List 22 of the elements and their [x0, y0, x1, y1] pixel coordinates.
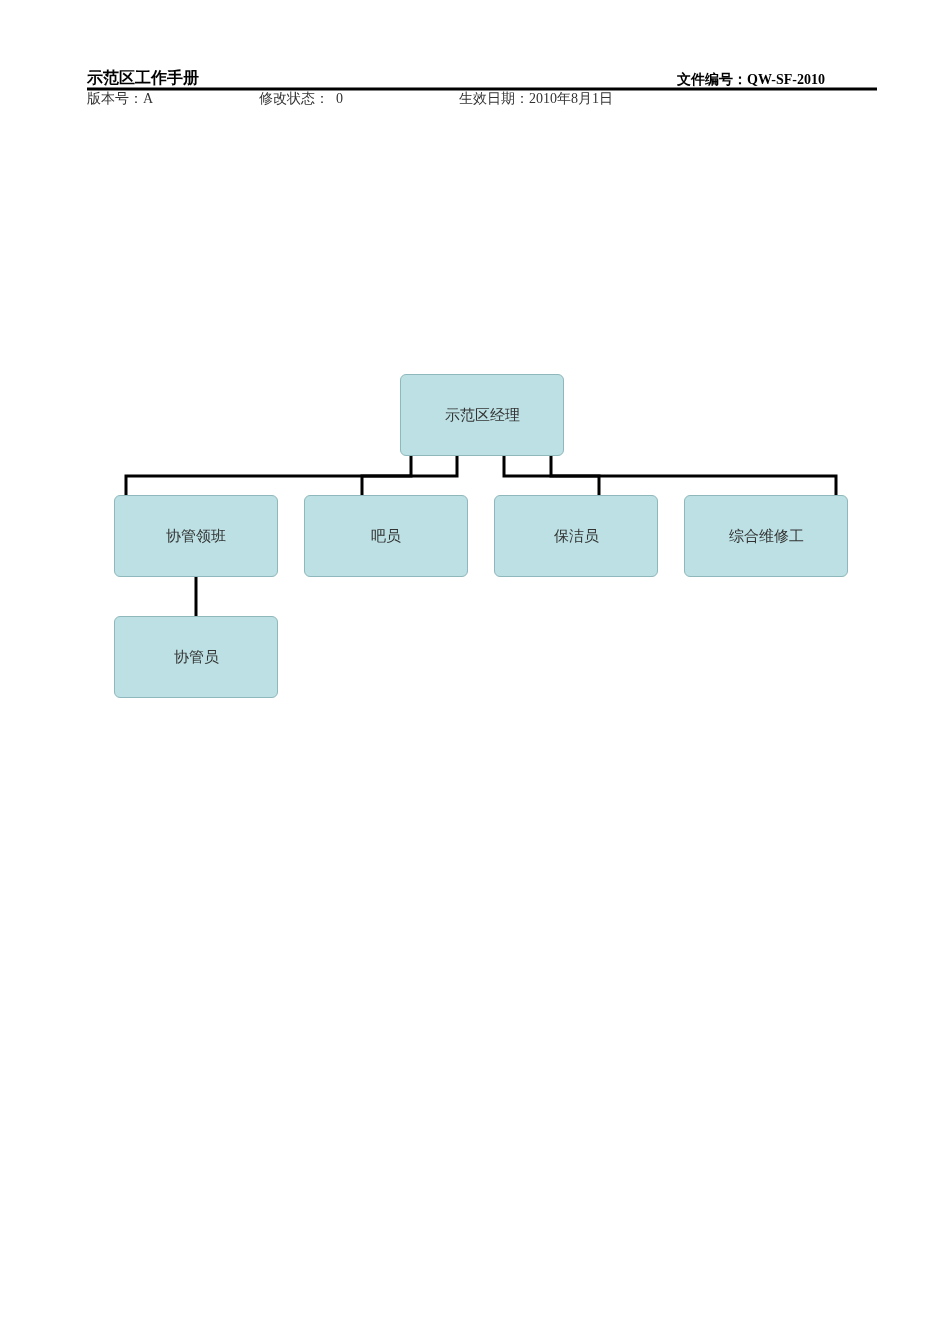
connector-line: [360, 455, 459, 495]
manual-title: 示范区工作手册: [87, 70, 199, 86]
position-title: 示范区经理: [444, 405, 520, 425]
position-title: 保洁员: [553, 526, 599, 546]
position-box: [494, 495, 658, 577]
position-title: 协管领班: [166, 526, 226, 546]
version-label: 版本号：A: [87, 91, 154, 107]
position-box: [400, 374, 564, 456]
position-title: 吧员: [371, 526, 401, 546]
connector-line: [194, 576, 198, 616]
position-box: [114, 495, 278, 577]
connector-line: [502, 455, 601, 495]
position-box: [304, 495, 468, 577]
position-box: [114, 616, 278, 698]
connector-line: [124, 455, 413, 495]
effective-date: 生效日期：2010年8月1日: [459, 91, 613, 107]
document-number: 文件编号：QW-SF-2010: [677, 72, 826, 88]
connector-line: [549, 455, 838, 495]
position-title: 协管员: [173, 647, 219, 667]
revision-label: 修改状态： 0: [259, 91, 343, 107]
position-title: 综合维修工: [728, 526, 804, 546]
position-box: [684, 495, 848, 577]
